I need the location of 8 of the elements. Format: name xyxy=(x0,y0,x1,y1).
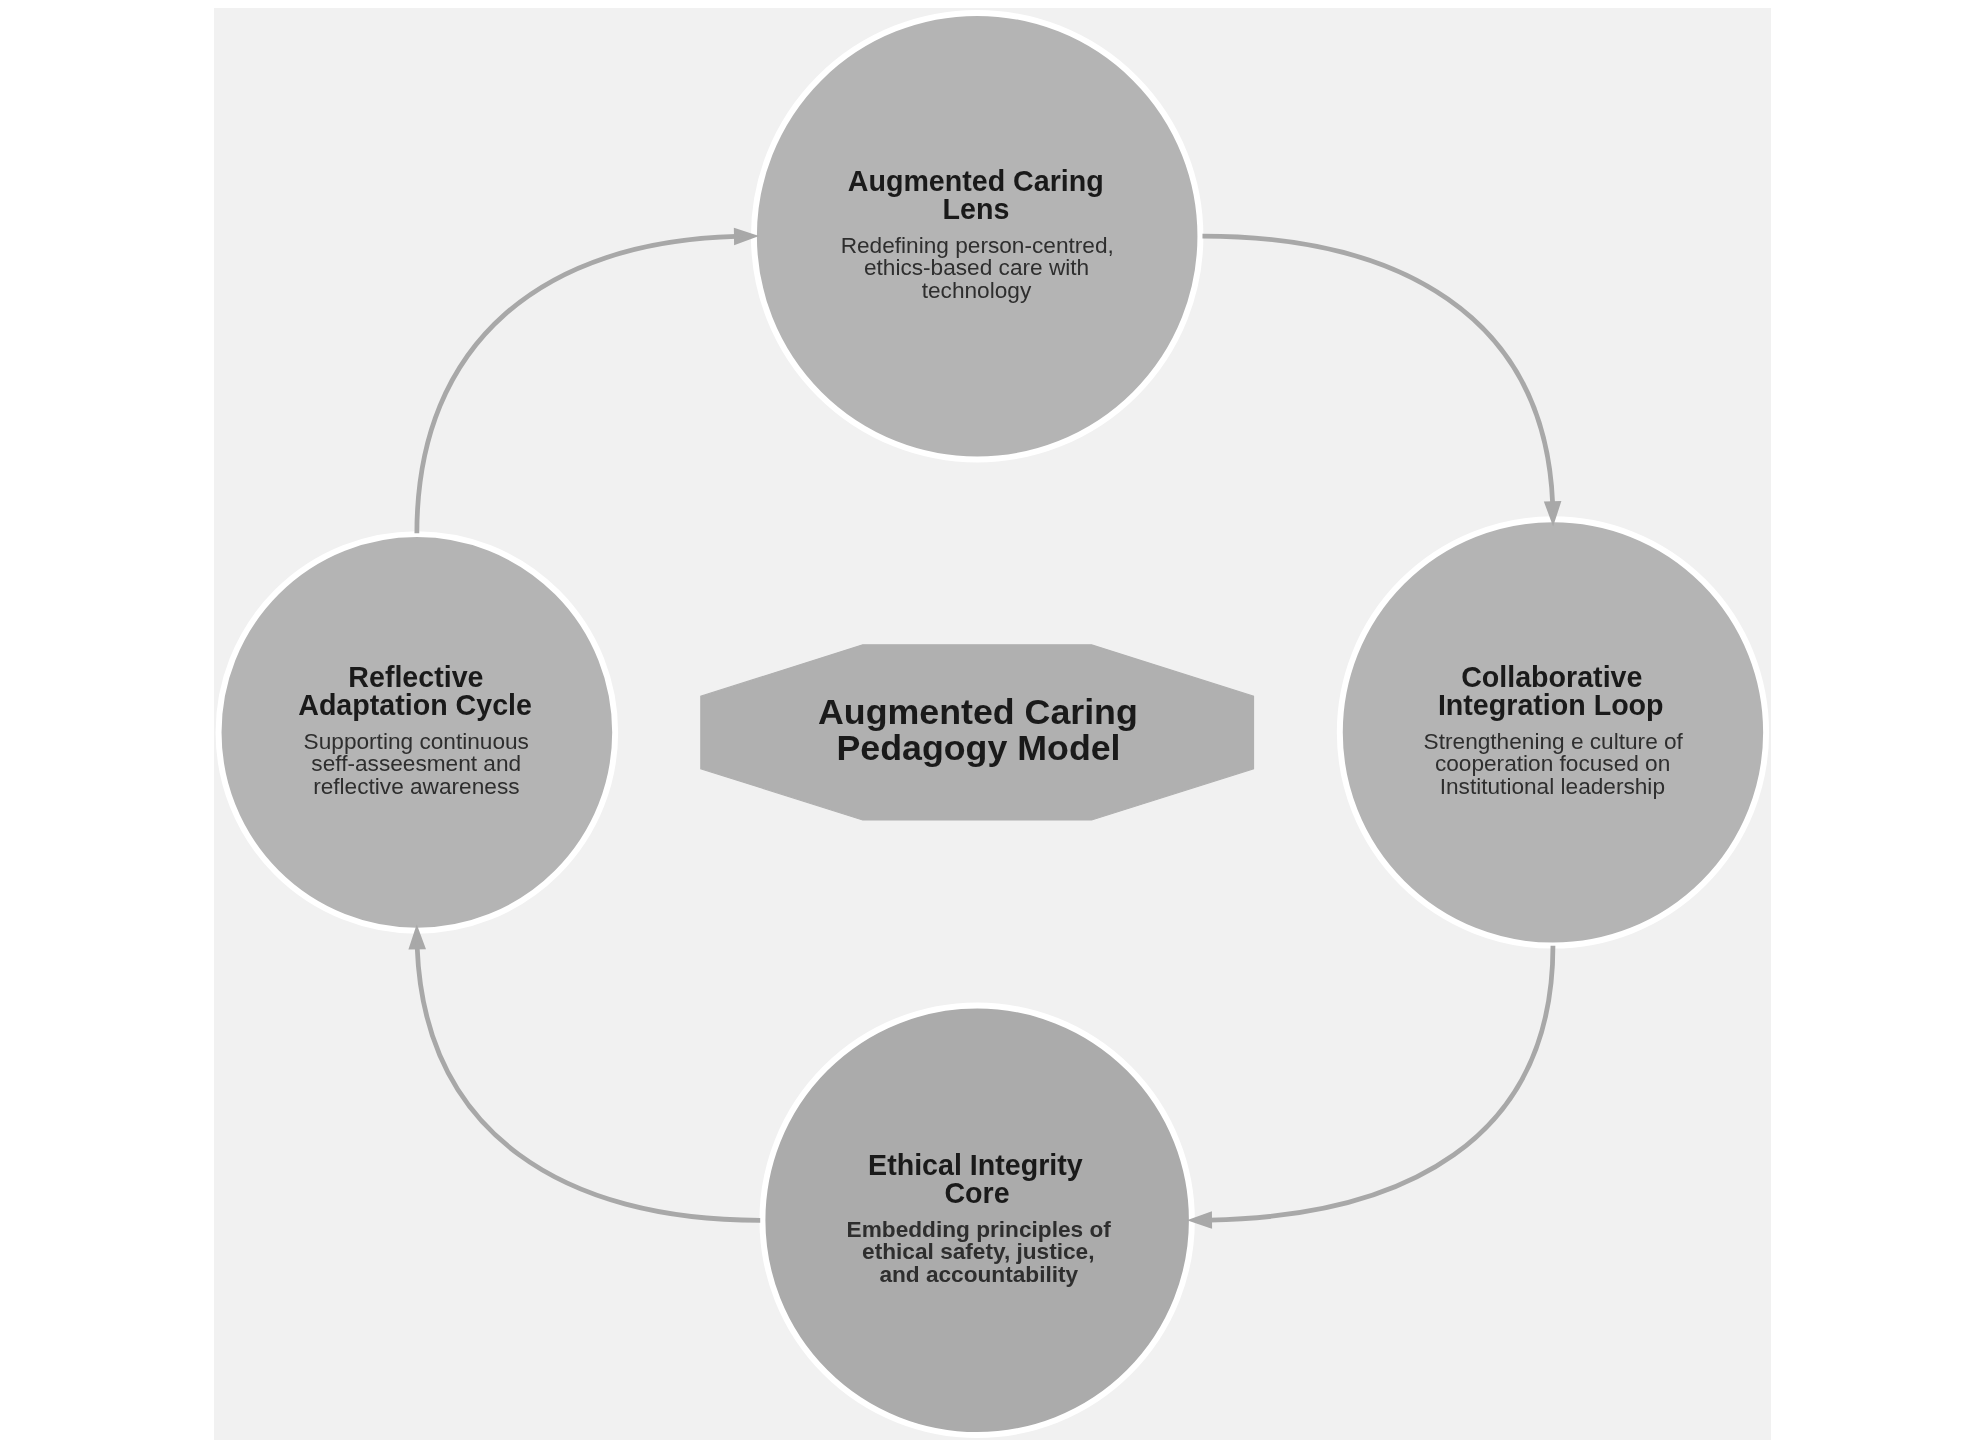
arrow xyxy=(1202,233,1562,527)
node-circle: Ethical Integrity Core Embedding principles of ethical safety, justice, and accountability xyxy=(759,1002,1195,1438)
arrow xyxy=(414,227,760,534)
node-circle: Augmented Caring Lens Redefining person-centred, ethics-based care with technology xyxy=(750,9,1204,463)
arrow xyxy=(408,924,761,1223)
node-circle: Collaborative Integration Loop Strengthening e culture of cooperation focused on Institutional leadership xyxy=(1336,516,1770,949)
arrow xyxy=(1186,945,1556,1229)
node-circle: Reflective Adaptation Cycle Supporting continuous seff-asseesment and reflective awareness xyxy=(215,531,619,934)
